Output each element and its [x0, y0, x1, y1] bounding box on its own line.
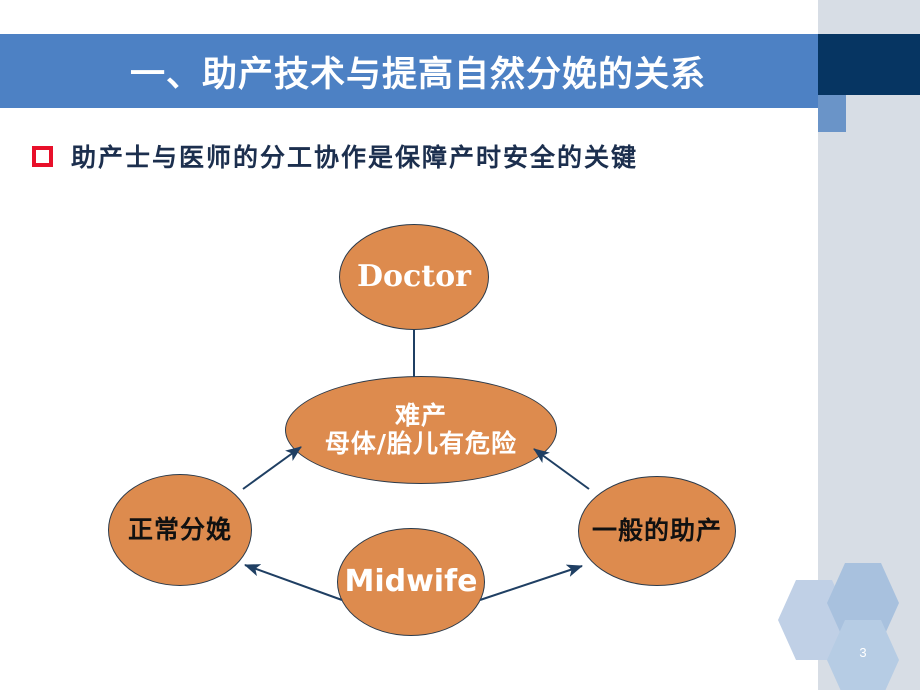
node-general-midwifery-label: 一般的助产 — [591, 516, 722, 545]
node-doctor-label: Doctor — [357, 259, 471, 295]
edge-midwife-normal — [244, 564, 343, 601]
edge-midwife-general — [479, 564, 583, 601]
node-midwife: Midwife — [337, 528, 485, 636]
node-normal-delivery-label: 正常分娩 — [127, 515, 232, 544]
node-normal-delivery: 正常分娩 — [108, 474, 252, 586]
node-midwife-label: Midwife — [344, 564, 478, 600]
node-doctor: Doctor — [339, 224, 489, 330]
edge-normal-center — [242, 446, 302, 490]
page-number: 3 — [859, 645, 867, 660]
node-general-midwifery: 一般的助产 — [578, 476, 736, 586]
node-dystocia-label-line2: 母体/胎儿有危险 — [324, 429, 518, 458]
bullet-text: 助产士与医师的分工协作是保障产时安全的关键 — [71, 143, 639, 172]
bullet-row: 助产士与医师的分工协作是保障产时安全的关键 — [32, 138, 638, 174]
page-title: 一、助产技术与提高自然分娩的关系 — [129, 54, 706, 95]
header-band — [0, 34, 818, 108]
edge-general-center — [533, 448, 590, 490]
header-navy-block — [818, 34, 920, 95]
red-square-bullet-icon — [32, 145, 53, 167]
node-dystocia-label-line1: 难产 — [394, 401, 447, 430]
node-dystocia: 难产 母体/胎儿有危险 — [285, 376, 557, 484]
header-shadow-block — [818, 95, 846, 132]
